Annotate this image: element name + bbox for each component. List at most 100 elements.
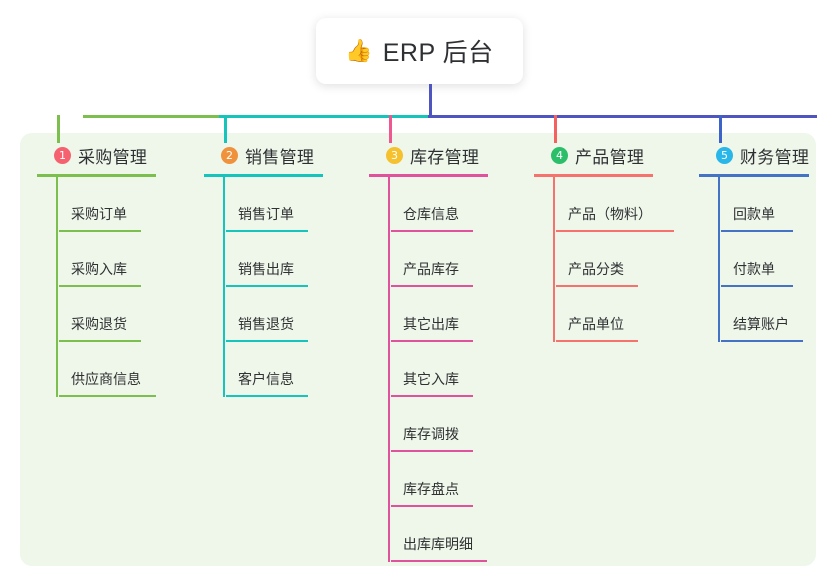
leaf-item[interactable]: 付款单: [721, 232, 839, 287]
leaf-item-label: 产品单位: [568, 316, 624, 332]
leaf-item[interactable]: 库存盘点: [391, 452, 521, 507]
column-title-2: 销售管理: [245, 147, 315, 167]
leaf-item-label: 仓库信息: [403, 206, 459, 222]
leaf-item-label: 产品（物料）: [568, 206, 652, 222]
leaf-item-rule: [391, 450, 473, 452]
column-badge-1: 1: [54, 146, 71, 164]
column-title-1: 采购管理: [78, 147, 148, 167]
column-spine-3: [388, 177, 390, 562]
leaf-item-rule: [721, 340, 803, 342]
leaf-item[interactable]: 供应商信息: [59, 342, 189, 397]
leaf-item-label: 供应商信息: [71, 371, 141, 387]
column-2: 2 销售管理销售订单销售出库销售退货客户信息: [204, 143, 356, 397]
column-title-3: 库存管理: [410, 147, 480, 167]
leaf-item[interactable]: 其它入库: [391, 342, 521, 397]
leaf-item-label: 采购订单: [71, 206, 127, 222]
leaf-item-rule: [226, 395, 308, 397]
leaf-item-rule: [391, 560, 487, 562]
connector-stem-4: [554, 115, 557, 143]
column-header-5[interactable]: 5 财务管理: [699, 143, 839, 167]
column-spine-2: [223, 177, 225, 397]
leaf-item[interactable]: 销售订单: [226, 177, 356, 232]
leaf-item[interactable]: 采购退货: [59, 287, 189, 342]
column-spine-5: [718, 177, 720, 342]
leaf-item-label: 其它入库: [403, 371, 459, 387]
leaf-item[interactable]: 采购订单: [59, 177, 189, 232]
column-5: 5 财务管理回款单付款单结算账户: [699, 143, 839, 342]
leaf-item-rule: [226, 285, 308, 287]
leaf-item-rule: [226, 340, 308, 342]
column-header-rule-5: [699, 174, 809, 177]
column-4: 4 产品管理产品（物料） 产品分类产品单位: [534, 143, 686, 342]
column-header-4[interactable]: 4 产品管理: [534, 143, 686, 167]
leaf-item-label: 采购退货: [71, 316, 127, 332]
leaf-item[interactable]: 回款单: [721, 177, 839, 232]
leaf-item-label: 产品分类: [568, 261, 624, 277]
leaf-item[interactable]: 销售出库: [226, 232, 356, 287]
leaf-item-label: 库存调拨: [403, 426, 459, 442]
leaf-item-label: 销售出库: [238, 261, 294, 277]
leaf-item-rule: [556, 230, 674, 232]
leaf-item-rule: [556, 340, 638, 342]
leaf-item[interactable]: 产品分类: [556, 232, 686, 287]
leaf-item-label: 其它出库: [403, 316, 459, 332]
leaf-item-rule: [721, 230, 793, 232]
leaf-item-label: 结算账户: [733, 316, 789, 332]
column-header-rule-2: [204, 174, 323, 177]
connector-stem-2: [224, 115, 227, 143]
column-header-2[interactable]: 2 销售管理: [204, 143, 356, 167]
leaf-item-rule: [59, 285, 141, 287]
column-badge-2: 2: [221, 146, 238, 164]
column-title-4: 产品管理: [575, 147, 645, 167]
leaf-item[interactable]: 仓库信息: [391, 177, 521, 232]
leaf-item[interactable]: 产品（物料）: [556, 177, 686, 232]
root-node-title: ERP 后台: [382, 39, 494, 67]
leaf-item-label: 出库库明细: [403, 536, 473, 552]
column-header-rule-3: [369, 174, 488, 177]
leaf-item-label: 产品库存: [403, 261, 459, 277]
leaf-item[interactable]: 采购入库: [59, 232, 189, 287]
leaf-item-label: 采购入库: [71, 261, 127, 277]
column-items-1: 采购订单采购入库采购退货供应商信息: [37, 177, 189, 397]
leaf-item-rule: [391, 395, 473, 397]
leaf-item-rule: [226, 230, 308, 232]
column-items-3: 仓库信息产品库存其它出库其它入库库存调拨库存盘点出库库明细: [369, 177, 521, 562]
leaf-item[interactable]: 客户信息: [226, 342, 356, 397]
root-node[interactable]: 👍 ERP 后台: [316, 18, 523, 84]
leaf-item-rule: [59, 340, 141, 342]
column-badge-5: 5: [716, 146, 733, 164]
connector-stem-1: [57, 115, 60, 143]
thumbs-up-icon: 👍: [345, 38, 373, 63]
root-connector-stem: [429, 84, 432, 117]
bus-segment-blue: [428, 115, 817, 118]
leaf-item-rule: [721, 285, 793, 287]
column-title-5: 财务管理: [740, 147, 810, 167]
leaf-item-label: 付款单: [733, 261, 775, 277]
column-spine-4: [553, 177, 555, 342]
column-header-rule-1: [37, 174, 156, 177]
leaf-item[interactable]: 产品库存: [391, 232, 521, 287]
leaf-item-label: 销售订单: [238, 206, 294, 222]
leaf-item-rule: [59, 230, 141, 232]
column-items-2: 销售订单销售出库销售退货客户信息: [204, 177, 356, 397]
leaf-item[interactable]: 其它出库: [391, 287, 521, 342]
column-badge-4: 4: [551, 146, 568, 164]
leaf-item-rule: [391, 505, 473, 507]
leaf-item[interactable]: 结算账户: [721, 287, 839, 342]
column-spine-1: [56, 177, 58, 397]
leaf-item[interactable]: 库存调拨: [391, 397, 521, 452]
leaf-item-rule: [391, 285, 473, 287]
bus-segment-teal: [219, 115, 430, 118]
leaf-item-label: 回款单: [733, 206, 775, 222]
column-header-1[interactable]: 1 采购管理: [37, 143, 189, 167]
leaf-item-label: 客户信息: [238, 371, 294, 387]
column-items-5: 回款单付款单结算账户: [699, 177, 839, 342]
bus-segment-green: [83, 115, 219, 118]
leaf-item[interactable]: 产品单位: [556, 287, 686, 342]
leaf-item[interactable]: 出库库明细: [391, 507, 521, 562]
column-items-4: 产品（物料） 产品分类产品单位: [534, 177, 686, 342]
leaf-item[interactable]: 销售退货: [226, 287, 356, 342]
column-header-rule-4: [534, 174, 653, 177]
